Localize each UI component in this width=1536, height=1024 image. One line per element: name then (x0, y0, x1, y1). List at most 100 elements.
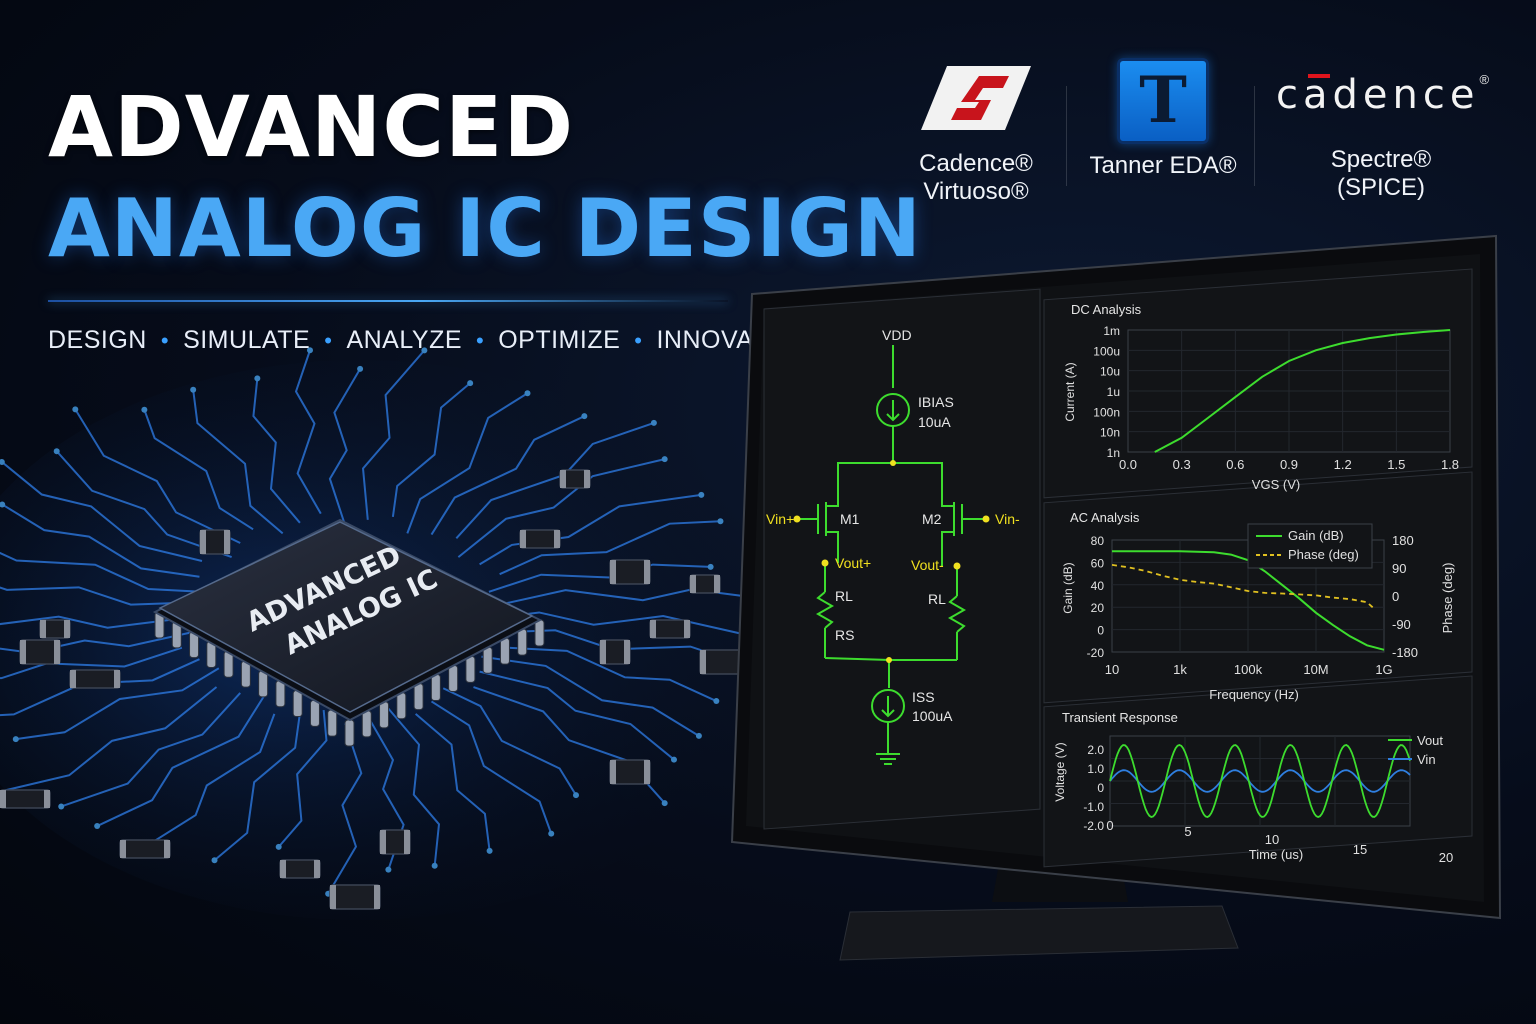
transient-y-tick: -1.0 (1083, 800, 1104, 814)
ibias-label: IBIAS (918, 394, 954, 410)
trace-via (190, 386, 197, 393)
ac-x-tick: 100k (1234, 662, 1263, 677)
trace-via (306, 347, 313, 354)
ac-legend-gain: Gain (dB) (1288, 528, 1344, 543)
pcb-trace (414, 713, 491, 851)
transient-title: Transient Response (1062, 710, 1178, 725)
pcb-trace (361, 349, 426, 520)
dc-y-label: Current (A) (1063, 362, 1077, 421)
pcb-trace (96, 695, 265, 827)
trace-via (707, 563, 714, 570)
dc-current-line (1154, 329, 1451, 453)
ac-x-tick: 10M (1303, 662, 1328, 677)
dc-x-label: VGS (V) (1252, 477, 1300, 492)
trace-via (0, 501, 6, 508)
transient-y-tick: 1.0 (1087, 762, 1104, 776)
pcb-trace (151, 713, 276, 844)
dc-y-tick: 1u (1107, 385, 1120, 399)
iss-label: ISS (912, 689, 935, 705)
trace-via (698, 491, 705, 498)
pcb-trace (508, 646, 717, 702)
virtuoso-tool: Cadence® Virtuoso® (912, 62, 1040, 206)
pcb-trace (386, 706, 441, 866)
vdd-label: VDD (882, 327, 912, 343)
transient-y-tick: 2.0 (1087, 743, 1104, 757)
component-terminal (690, 575, 696, 593)
ac-y-tick: 80 (1091, 534, 1105, 548)
ac-y2-tick: 90 (1392, 561, 1406, 576)
pcb-trace (1, 503, 200, 578)
ac-y-tick: 0 (1097, 624, 1104, 638)
component-terminal (314, 860, 320, 878)
component-terminal (224, 530, 230, 554)
vin-minus-label: Vin- (995, 511, 1020, 527)
pcb-trace (391, 382, 471, 518)
dc-y-tick: 1m (1103, 324, 1120, 338)
pcb-trace (328, 368, 361, 526)
pcb-trace (457, 458, 665, 558)
monitor-base (839, 905, 1239, 961)
pcb-trace (327, 723, 363, 895)
dc-x-tick: 0.3 (1173, 457, 1191, 472)
bullet-dot: • (476, 327, 485, 353)
trace-via (0, 458, 5, 465)
component-terminal (560, 470, 566, 488)
trace-via (53, 448, 60, 455)
transient-x-tick: 15 (1353, 842, 1367, 857)
component-terminal (164, 840, 170, 858)
pcb-trace (430, 700, 553, 834)
component-terminal (404, 830, 410, 854)
dc-x-tick: 1.8 (1441, 457, 1459, 472)
transient-y-tick: -2.0 (1083, 819, 1104, 833)
trace-via (254, 375, 261, 382)
rl-left-label: RL (835, 588, 853, 604)
ac-y2-tick: -90 (1392, 617, 1411, 632)
trace-via (548, 830, 555, 837)
component-terminal (20, 640, 26, 664)
trace-via (94, 823, 101, 830)
component-terminal (610, 760, 616, 784)
m1-label: M1 (840, 511, 860, 527)
virtuoso-name-line2: Virtuoso® (923, 178, 1029, 205)
ac-legend (1247, 523, 1373, 569)
cadence-wordmark: cadence® (1276, 72, 1489, 128)
dc-y-tick: 100u (1093, 344, 1120, 358)
ac-y2-label: Phase (deg) (1440, 563, 1455, 634)
schematic-nodes (793, 460, 990, 663)
dc-analysis-panel (1043, 268, 1473, 499)
dc-x-tick: 1.2 (1334, 457, 1352, 472)
schematic-panel (763, 288, 1041, 830)
smd-components (0, 469, 751, 910)
component-terminal (554, 530, 560, 548)
pcb-trace (406, 392, 529, 534)
pcb-trace (192, 389, 284, 535)
dc-y-tick: 10u (1100, 365, 1120, 379)
pcb-trace (252, 378, 301, 524)
headline-divider (48, 300, 728, 302)
pcb-trace (1, 461, 203, 562)
trace-via (670, 756, 677, 763)
tanner-logo-icon: T (1117, 58, 1209, 144)
transient-x-label: Time (us) (1249, 847, 1303, 862)
tanner-tool: T Tanner EDA® (1088, 58, 1238, 180)
transient-panel (1043, 675, 1473, 868)
component-terminal (714, 575, 720, 593)
dc-y-tick: 10n (1100, 426, 1120, 440)
trace-via (695, 732, 702, 739)
bullet-dot: • (160, 327, 170, 353)
dc-y-tick: 1n (1107, 446, 1120, 460)
trace-via (650, 419, 657, 426)
pcb-trace (479, 670, 675, 761)
trace-via (275, 843, 282, 850)
component-terminal (600, 640, 606, 664)
tagline-item: SIMULATE (183, 326, 311, 354)
transient-x-tick: 0 (1106, 818, 1113, 833)
component-terminal (380, 830, 386, 854)
transient-legend-vin: Vin (1417, 752, 1436, 767)
spectre-name-line2: (SPICE) (1336, 174, 1425, 201)
pcb-trace (294, 349, 322, 515)
trace-via (467, 380, 474, 387)
trace-via (421, 347, 428, 354)
trace-via (211, 857, 218, 864)
